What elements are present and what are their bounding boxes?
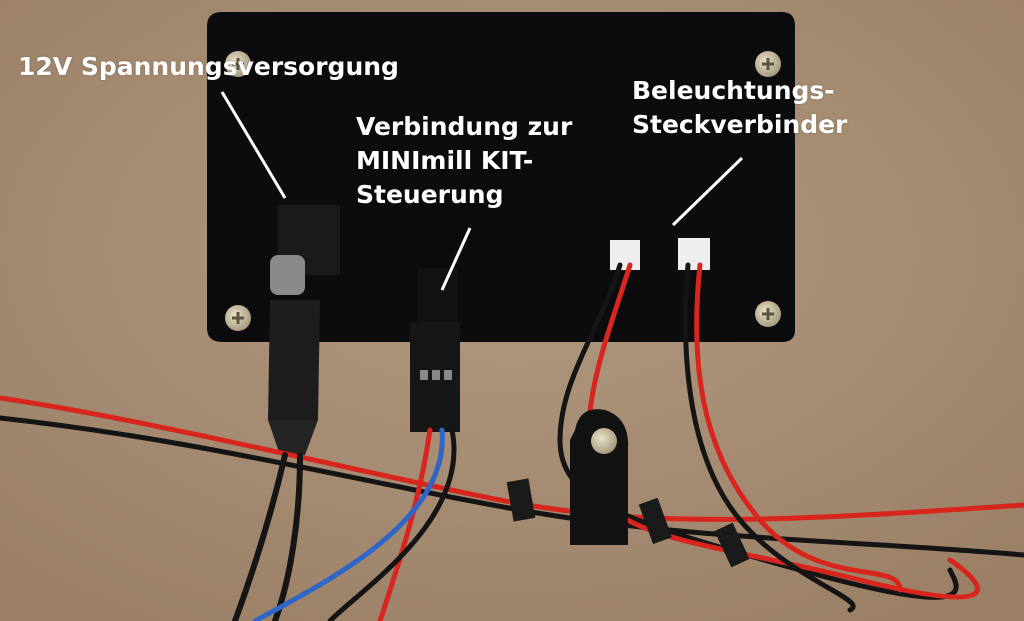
annotation-lighting-line2: Steckverbinder: [632, 110, 848, 139]
lighting-connectors: [610, 238, 710, 270]
annotation-leader-lines: [220, 91, 744, 291]
annotation-control-line3: Steuerung: [356, 180, 504, 209]
control-header: [410, 268, 460, 432]
annotation-power-supply: 12V Spannungsversorgung: [18, 52, 399, 81]
black-mounting-plate: [207, 12, 795, 342]
cable-ties: [506, 478, 750, 568]
annotation-control-line2: MINImill KIT-: [356, 146, 534, 175]
dc-jack: [268, 205, 340, 455]
annotation-lighting-line1: Beleuchtungs-: [632, 76, 835, 105]
annotation-lighting-connector: Beleuchtungs- Steckverbinder: [632, 74, 847, 142]
cable-clip: [570, 409, 629, 545]
annotation-control-line1: Verbindung zur: [356, 112, 573, 141]
annotation-control-connection: Verbindung zur MINImill KIT- Steuerung: [356, 110, 572, 212]
